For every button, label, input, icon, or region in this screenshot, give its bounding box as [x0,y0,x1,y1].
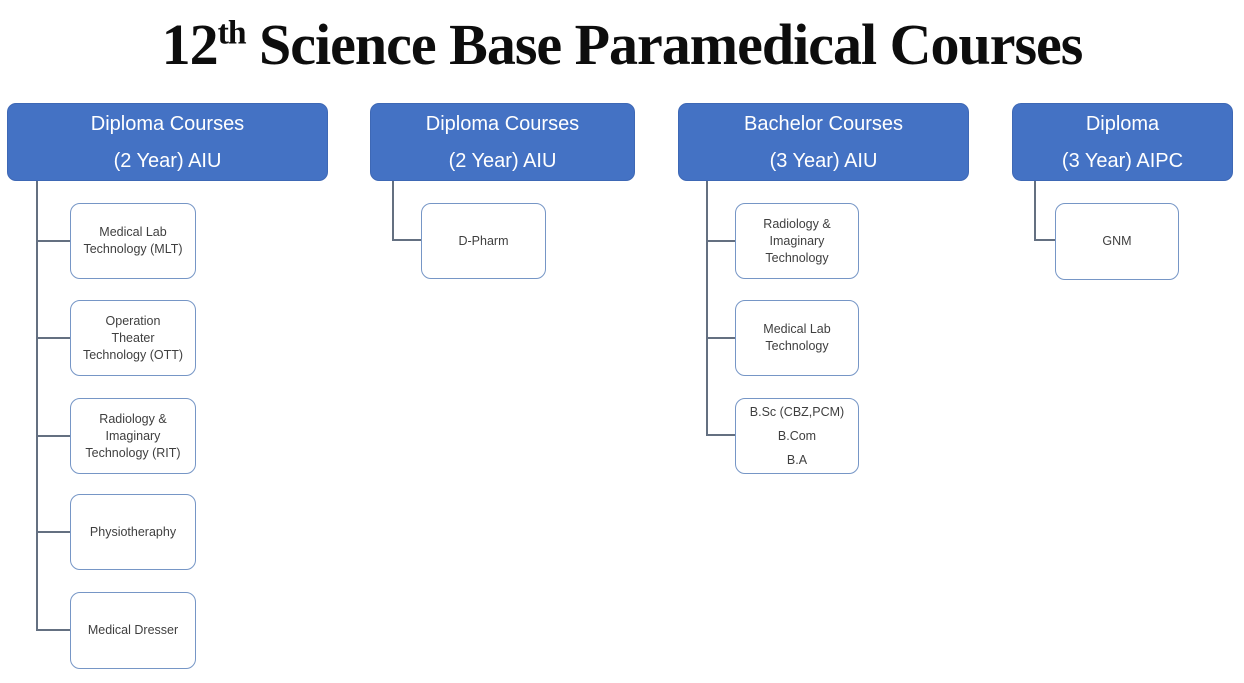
connector-stub [36,531,70,533]
connector-vertical [706,181,708,436]
course-box-gnm: GNM [1055,203,1179,280]
connector-stub [706,434,735,436]
connector-stub [392,239,421,241]
course-box-medical-dresser: Medical Dresser [70,592,196,669]
course-box-line: Technology [765,339,829,353]
connector-stub [706,337,735,339]
column-4-header: Diploma (3 Year) AIPC [1012,103,1233,181]
title-number: 12 [161,12,219,77]
course-box-line: Theater [111,330,155,345]
title-superscript: th [217,14,247,52]
connector-stub [36,435,70,437]
course-box-ott: Operation Theater Technology (OTT) [70,300,196,376]
connector-stub [36,337,70,339]
connector-stub [36,240,70,242]
header-line-2: (2 Year) AIU [113,149,222,172]
header-line-2: (2 Year) AIU [448,149,557,172]
course-box-mlt: Medical Lab Technology (MLT) [70,203,196,279]
connector-stub [1034,239,1055,241]
title-text: Science Base Paramedical Courses [245,12,1083,77]
connector-vertical [36,181,38,630]
page-title: 12th Science Base Paramedical Courses [0,10,1244,80]
course-box-line: B.Com [777,428,817,443]
course-box-dpharm: D-Pharm [421,203,546,279]
course-box-line: Imaginary [105,428,161,443]
connector-stub [36,629,70,631]
header-line-1: Diploma Courses [425,112,580,135]
course-box-physiotheraphy: Physiotheraphy [70,494,196,570]
connector-stub [706,240,735,242]
header-line-1: Bachelor Courses [744,112,903,135]
course-box-line: Medical Lab [763,322,831,336]
column-3-header: Bachelor Courses (3 Year) AIU [678,103,969,181]
header-line-2: (3 Year) AIU [769,149,878,172]
connector-vertical [1034,181,1036,241]
course-box-line: Technology (MLT) [83,242,183,256]
course-box-bsc-bcom-ba: B.Sc (CBZ,PCM) B.Com B.A [735,398,859,474]
header-line-1: Diploma [1085,112,1160,135]
course-box-line: Radiology & [99,411,167,426]
course-box-line: Medical Lab [99,225,167,239]
column-1-header: Diploma Courses (2 Year) AIU [7,103,328,181]
header-line-1: Diploma Courses [90,112,245,135]
course-box-line: Technology (OTT) [82,347,184,362]
course-box-medical-lab: Medical Lab Technology [735,300,859,376]
course-box-line: Radiology & [763,216,831,231]
course-box-line: Medical Dresser [87,623,179,637]
header-line-2: (3 Year) AIPC [1061,149,1184,172]
course-box-line: B.Sc (CBZ,PCM) [749,404,845,419]
course-box-line: Technology [765,250,829,265]
connector-vertical [392,181,394,241]
course-box-rit: Radiology & Imaginary Technology (RIT) [70,398,196,474]
course-box-line: Physiotheraphy [89,524,177,539]
course-box-line: D-Pharm [458,233,509,248]
course-box-radiology-imaginary: Radiology & Imaginary Technology [735,203,859,279]
course-box-line: Technology (RIT) [85,445,181,460]
course-box-line: B.A [786,452,808,467]
course-box-line: Imaginary [769,233,825,248]
course-box-line: GNM [1102,234,1132,248]
course-box-line: Operation [105,313,161,328]
column-2-header: Diploma Courses (2 Year) AIU [370,103,635,181]
